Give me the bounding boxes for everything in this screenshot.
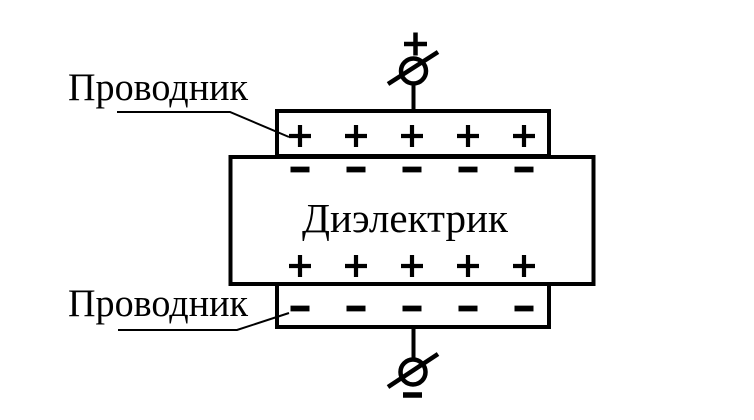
top-terminal — [386, 32, 440, 113]
dielectric-label: Диэлектрик — [302, 195, 508, 241]
top-terminal-sign-slot — [404, 32, 427, 56]
plus-charge-icon — [513, 255, 535, 277]
plus-charge-icon — [289, 255, 311, 277]
dielectric-bottom-charge-row — [289, 255, 535, 277]
top-plate-charge-row — [289, 125, 535, 147]
plus-charge-icon — [289, 125, 311, 147]
bottom-terminal — [386, 325, 440, 398]
bottom-conductor-label: Проводник — [68, 282, 248, 325]
plus-charge-icon — [401, 125, 423, 147]
bottom-terminal-slash-icon — [386, 352, 440, 389]
bottom-conductor-plate — [275, 282, 551, 329]
top-conductor-label: Проводник — [68, 66, 248, 109]
top-terminal-slash-icon — [386, 50, 440, 86]
top-leader-line — [117, 111, 290, 138]
plus-charge-icon — [401, 255, 423, 277]
plus-charge-icon — [345, 255, 367, 277]
plus-charge-icon — [457, 125, 479, 147]
bottom-leader-line — [118, 312, 290, 331]
plus-charge-icon — [513, 125, 535, 147]
plus-charge-icon — [457, 255, 479, 277]
plus-charge-icon — [345, 125, 367, 147]
plus-charge-icon — [404, 32, 427, 56]
